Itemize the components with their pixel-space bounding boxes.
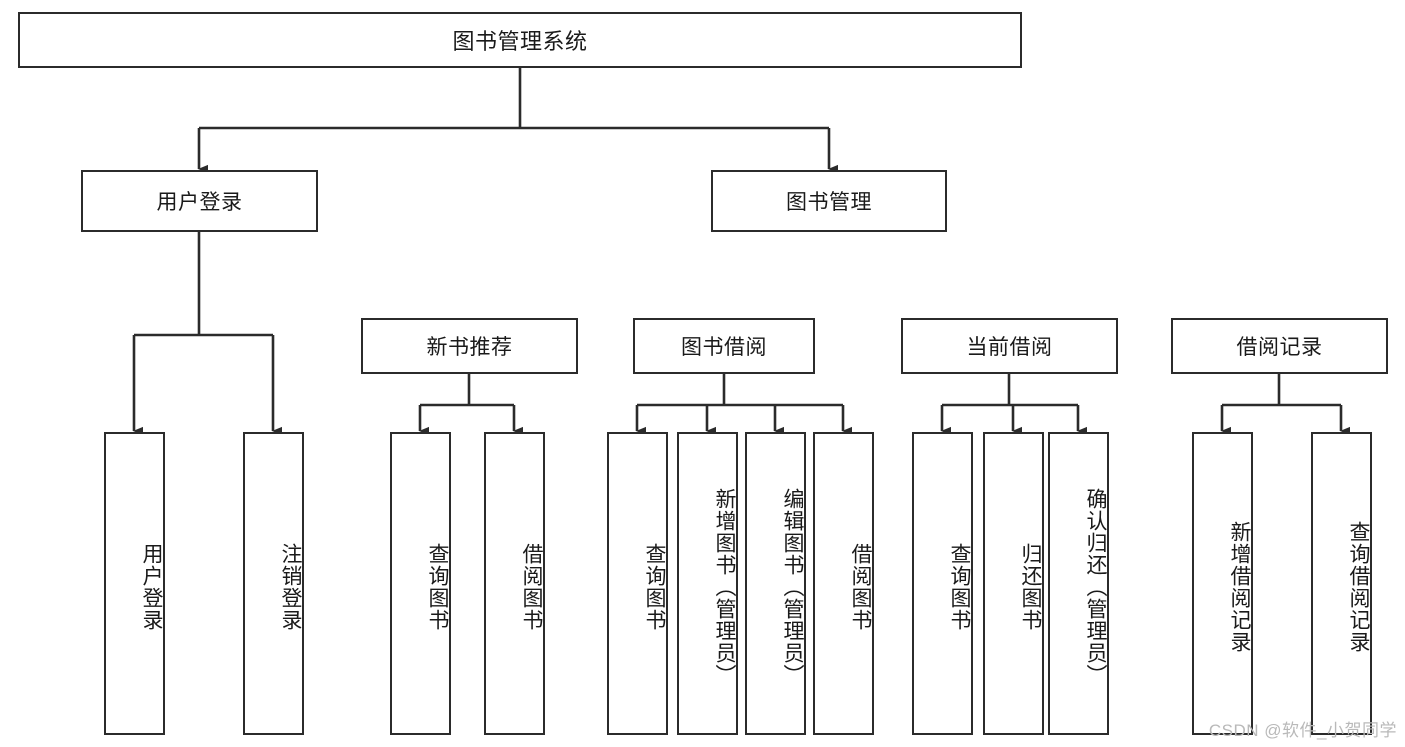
node-label: 查询借阅记录: [1347, 520, 1370, 653]
leaf-node-10[interactable]: 确认归还（管理员）: [1048, 432, 1109, 735]
node-label: 查询图书: [948, 542, 971, 631]
node-label: 新增借阅记录: [1228, 520, 1251, 653]
node-label: 确认归还（管理员）: [1084, 487, 1107, 686]
leaf-node-8[interactable]: 查询图书: [912, 432, 973, 735]
node-label: 图书借阅: [681, 336, 767, 359]
level3-node-1[interactable]: 图书借阅: [633, 318, 815, 374]
node-label: 新书推荐: [426, 336, 513, 359]
leaf-node-0[interactable]: 用户登录: [104, 432, 165, 735]
node-label: 借阅图书: [520, 542, 543, 631]
level2-node-1[interactable]: 图书管理: [711, 170, 947, 232]
leaf-node-12[interactable]: 查询借阅记录: [1311, 432, 1372, 735]
leaf-node-2[interactable]: 查询图书: [390, 432, 451, 735]
node-label: 编辑图书（管理员）: [781, 487, 804, 686]
node-label: 当前借阅: [966, 336, 1053, 359]
node-label: 用户登录: [140, 542, 163, 631]
leaf-node-4[interactable]: 查询图书: [607, 432, 668, 735]
node-label: 借阅图书: [849, 542, 872, 631]
leaf-node-11[interactable]: 新增借阅记录: [1192, 432, 1253, 735]
level3-node-2[interactable]: 当前借阅: [901, 318, 1118, 374]
root-node-library-system[interactable]: 图书管理系统: [18, 12, 1022, 68]
node-label: 用户登录: [156, 191, 243, 214]
leaf-node-3[interactable]: 借阅图书: [484, 432, 545, 735]
node-label: 图书管理: [786, 191, 872, 214]
node-label: 注销登录: [279, 542, 302, 631]
leaf-node-6[interactable]: 编辑图书（管理员）: [745, 432, 806, 735]
level3-node-3[interactable]: 借阅记录: [1171, 318, 1388, 374]
leaf-node-5[interactable]: 新增图书（管理员）: [677, 432, 738, 735]
node-label: 归还图书: [1019, 542, 1042, 631]
node-label: 借阅记录: [1236, 336, 1323, 359]
leaf-node-9[interactable]: 归还图书: [983, 432, 1044, 735]
node-label: 查询图书: [643, 542, 666, 631]
level2-node-0[interactable]: 用户登录: [81, 170, 318, 232]
level3-node-0[interactable]: 新书推荐: [361, 318, 578, 374]
node-label: 查询图书: [426, 542, 449, 631]
leaf-node-7[interactable]: 借阅图书: [813, 432, 874, 735]
node-label: 图书管理系统: [452, 29, 588, 54]
node-label: 新增图书（管理员）: [713, 487, 736, 686]
leaf-node-1[interactable]: 注销登录: [243, 432, 304, 735]
